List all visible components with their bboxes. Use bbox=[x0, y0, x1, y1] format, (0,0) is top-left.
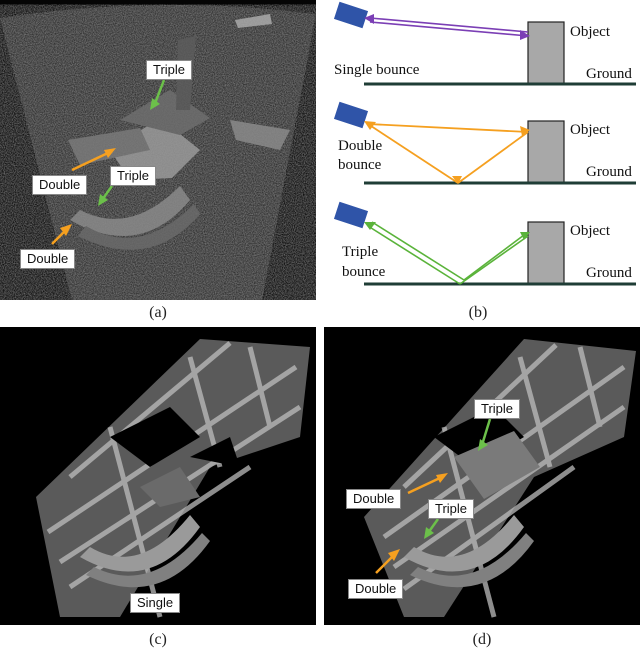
bounce-label: bounce bbox=[342, 264, 386, 280]
arrow-double-top bbox=[407, 475, 443, 495]
object-label: Object bbox=[570, 223, 611, 239]
label-double: Double bbox=[32, 175, 88, 195]
object-box bbox=[527, 21, 565, 85]
label-single: Single bbox=[130, 593, 181, 613]
row-double-bounce bbox=[333, 101, 636, 185]
bounce-label: Single bounce bbox=[334, 62, 420, 78]
radar-icon bbox=[333, 1, 369, 29]
label-triple: Triple bbox=[146, 60, 193, 80]
panel-b-diagram: Single bounce Object Ground Double bounc… bbox=[324, 0, 640, 300]
arrow-head bbox=[388, 549, 400, 561]
object-box bbox=[527, 221, 565, 285]
label-triple: Triple bbox=[474, 399, 521, 419]
arrow-double-top bbox=[71, 150, 111, 172]
arrow-head bbox=[104, 148, 116, 158]
radar-icon bbox=[333, 201, 369, 229]
object-box bbox=[527, 120, 565, 184]
row-single-bounce bbox=[333, 1, 636, 86]
caption-c: (c) bbox=[149, 631, 167, 648]
ground-label: Ground bbox=[586, 265, 632, 281]
arrow-head bbox=[60, 224, 72, 236]
arrow-triple-top bbox=[480, 418, 492, 446]
bounce-label: Double bbox=[338, 138, 383, 154]
arrow-head bbox=[98, 194, 108, 206]
panel-c-image: Single bbox=[0, 327, 316, 625]
object-label: Object bbox=[570, 122, 611, 138]
bounce-label: Triple bbox=[342, 244, 378, 260]
row-triple-bounce bbox=[333, 201, 636, 286]
label-triple: Triple bbox=[428, 499, 475, 519]
caption-b: (b) bbox=[468, 304, 488, 321]
caption-d: (d) bbox=[472, 631, 492, 648]
ground-label: Ground bbox=[586, 164, 632, 180]
ground-label: Ground bbox=[586, 66, 632, 82]
label-double: Double bbox=[20, 249, 76, 269]
arrow-head bbox=[424, 527, 434, 539]
label-double: Double bbox=[346, 489, 402, 509]
radar-icon bbox=[333, 101, 369, 129]
arrow-head bbox=[436, 473, 448, 483]
object-label: Object bbox=[570, 24, 611, 40]
bounce-label: bounce bbox=[338, 157, 382, 173]
panel-a-image: Triple Double Triple Double bbox=[0, 0, 316, 300]
caption-a: (a) bbox=[149, 304, 167, 321]
label-double: Double bbox=[348, 579, 404, 599]
arrow-head bbox=[150, 98, 160, 110]
panel-d-image: Triple Double Triple Double bbox=[324, 327, 640, 625]
arrow-head bbox=[478, 439, 488, 451]
label-triple: Triple bbox=[110, 166, 157, 186]
